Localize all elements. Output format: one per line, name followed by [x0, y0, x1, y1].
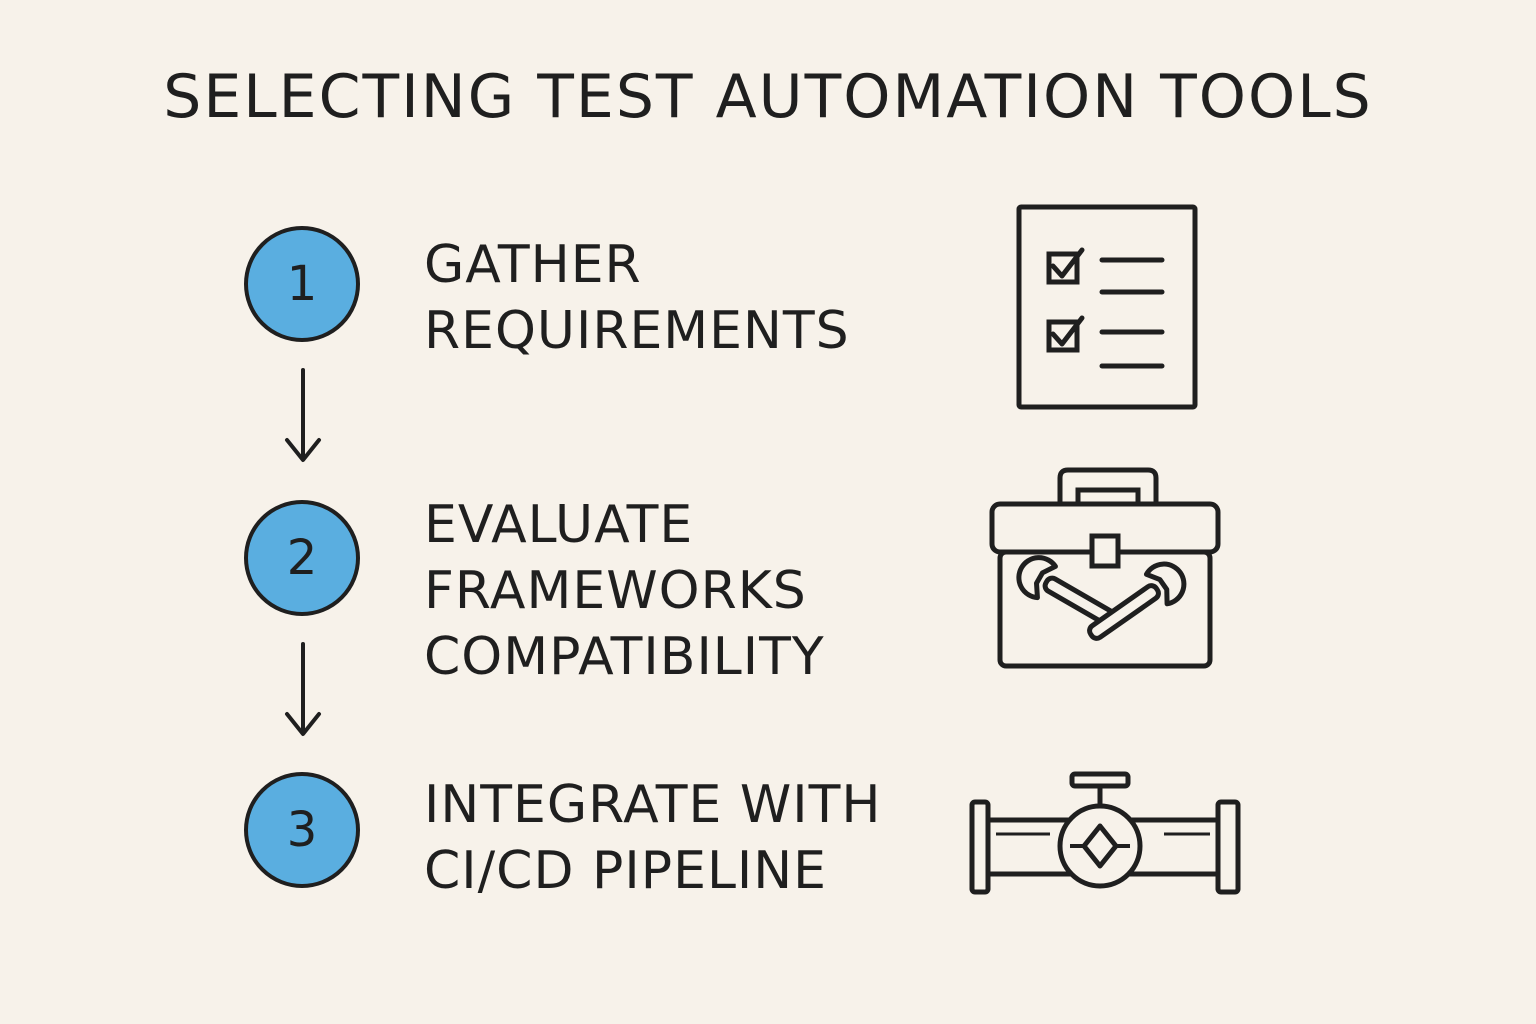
toolbox-icon	[989, 467, 1221, 669]
step-2-label: EVALUATE FRAMEWORKS COMPATIBILITY	[424, 492, 825, 690]
down-arrow-icon	[285, 368, 321, 462]
step-3-circle: 3	[244, 772, 360, 888]
step-2-line-1: EVALUATE	[424, 495, 694, 555]
step-1-label: GATHER REQUIREMENTS	[424, 232, 850, 364]
step-1-circle: 1	[244, 226, 360, 342]
step-3-line-1: INTEGRATE WITH	[424, 775, 882, 835]
step-2-circle: 2	[244, 500, 360, 616]
diagram-title: SELECTING TEST AUTOMATION TOOLS	[163, 62, 1373, 132]
step-1-number: 1	[286, 256, 318, 312]
step-3-number: 3	[286, 802, 318, 858]
step-2-line-2: FRAMEWORKS	[424, 561, 807, 621]
step-1-line-2: REQUIREMENTS	[424, 301, 850, 361]
step-3-label: INTEGRATE WITH CI/CD PIPELINE	[424, 772, 881, 904]
step-2-line-3: COMPATIBILITY	[424, 627, 825, 687]
down-arrow-icon	[285, 642, 321, 736]
checklist-icon	[1016, 204, 1198, 410]
pipeline-valve-icon	[969, 771, 1241, 895]
step-3-line-2: CI/CD PIPELINE	[424, 841, 828, 901]
step-2-number: 2	[286, 530, 318, 586]
step-1-line-1: GATHER	[424, 235, 642, 295]
